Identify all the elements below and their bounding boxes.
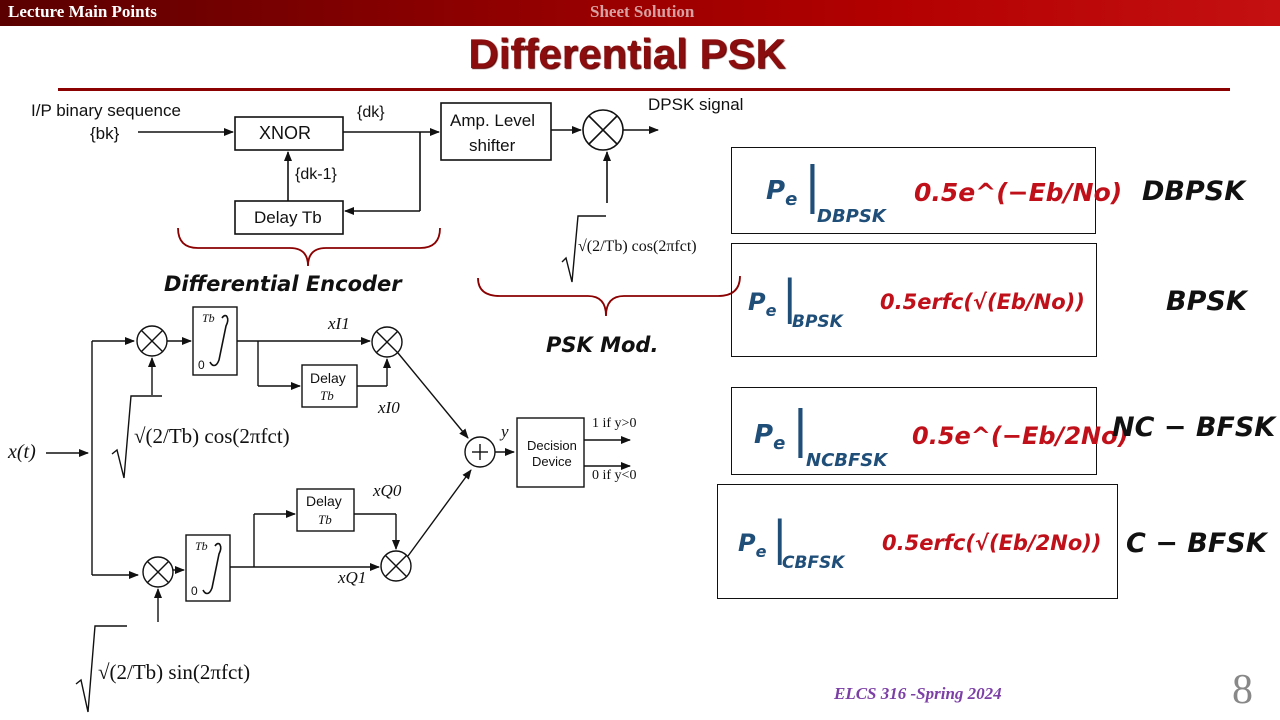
formula-subscript-ncbfsk: NCBFSK xyxy=(806,450,888,471)
i-delay-block xyxy=(301,364,358,408)
i-integrator-lower: 0 xyxy=(198,358,205,372)
x-q0-label: xQ0 xyxy=(373,481,402,500)
q-integrator-lower: 0 xyxy=(191,584,198,598)
xnor-label: XNOR xyxy=(259,123,312,143)
q-integrator-upper: Tb xyxy=(195,539,208,553)
formula-expression-ncbfsk: 0.5e^(−Eb/2No) xyxy=(912,422,1129,450)
delay-block xyxy=(234,200,344,235)
lecture-main-points-tab[interactable]: Lecture Main Points xyxy=(8,2,157,21)
i-integrator xyxy=(192,306,238,376)
dk-label: {dk} xyxy=(357,104,385,121)
xnor-block xyxy=(234,116,344,151)
amp-level-label: Amp. Level xyxy=(450,111,536,130)
slide-title: Differential PSK xyxy=(468,30,786,77)
formula-expression-cbfsk: 0.5erfc(√(Eb/2No)) xyxy=(882,531,1102,555)
input-sequence-label: I/P binary sequence xyxy=(31,101,181,120)
delay-tb-label: Delay Tb xyxy=(254,208,322,227)
course-footer: ELCS 316 -Spring 2024 xyxy=(834,684,1002,703)
i-delay-tb: Tb xyxy=(320,388,334,403)
header-bar: Lecture Main Points Sheet Solution xyxy=(0,0,1280,26)
dpsk-signal-label: DPSK signal xyxy=(648,95,744,114)
device-label: Device xyxy=(532,454,572,469)
output-zero-label: 0 if y<0 xyxy=(592,468,637,483)
scheme-label-dbpsk: DBPSK xyxy=(1142,176,1246,207)
tx-carrier-label: √(2/Tb) cos(2πfct) xyxy=(578,238,697,255)
formula-subscript-dbpsk: DBPSK xyxy=(817,206,886,227)
formula-box-ncbfsk: Pe | NCBFSK 0.5e^(−Eb/2No) xyxy=(731,387,1129,475)
x-i0-label: xI0 xyxy=(378,398,400,417)
page-number: 8 xyxy=(1232,667,1253,713)
i-integrator-upper: Tb xyxy=(202,311,215,325)
formula-subscript-cbfsk: CBFSK xyxy=(782,553,845,573)
decision-label: Decision xyxy=(527,438,577,453)
dk-1-label: {dk-1} xyxy=(295,166,337,183)
rx-input-label: x(t) xyxy=(8,441,36,463)
psk-mod-brace xyxy=(477,275,741,317)
scheme-label-bpsk: BPSK xyxy=(1166,286,1247,317)
q-delay-tb: Tb xyxy=(318,512,332,527)
i-delay-label: Delay xyxy=(310,370,346,386)
title-divider xyxy=(58,88,1230,91)
x-i1-label: xI1 xyxy=(328,314,350,333)
shifter-label: shifter xyxy=(469,136,516,155)
sheet-solution-tab[interactable]: Sheet Solution xyxy=(590,2,695,21)
scheme-label-cbfsk: C − BFSK xyxy=(1126,528,1267,559)
encoder-brace xyxy=(177,227,441,267)
formula-expression-dbpsk: 0.5e^(−Eb/No) xyxy=(914,178,1123,207)
sin-carrier-label: √(2/Tb) sin(2πfct) xyxy=(98,660,251,684)
psk-mod-caption: PSK Mod. xyxy=(546,333,659,357)
decision-device xyxy=(516,417,585,488)
output-one-label: 1 if y>0 xyxy=(592,416,637,431)
formula-subscript-bpsk: BPSK xyxy=(792,312,843,332)
amp-level-shifter-block xyxy=(440,102,552,161)
bk-symbol: {bk} xyxy=(90,124,120,143)
formula-expression-bpsk: 0.5erfc(√(Eb/No)) xyxy=(880,290,1085,314)
q-delay-label: Delay xyxy=(306,493,342,509)
formula-box-dbpsk: Pe | DBPSK 0.5e^(−Eb/No) xyxy=(731,147,1122,234)
y-label: y xyxy=(501,422,509,441)
q-delay-block xyxy=(296,488,355,532)
q-integrator xyxy=(185,534,231,602)
x-q1-label: xQ1 xyxy=(338,568,367,587)
formula-box-bpsk: Pe | BPSK 0.5erfc(√(Eb/No)) xyxy=(731,243,1097,357)
differential-encoder-caption: Differential Encoder xyxy=(164,272,402,296)
cos-carrier-label: √(2/Tb) cos(2πfct) xyxy=(134,424,290,448)
scheme-label-ncbfsk: NC − BFSK xyxy=(1112,412,1276,443)
formula-box-cbfsk: Pe | CBFSK 0.5erfc(√(Eb/2No)) xyxy=(717,484,1118,599)
